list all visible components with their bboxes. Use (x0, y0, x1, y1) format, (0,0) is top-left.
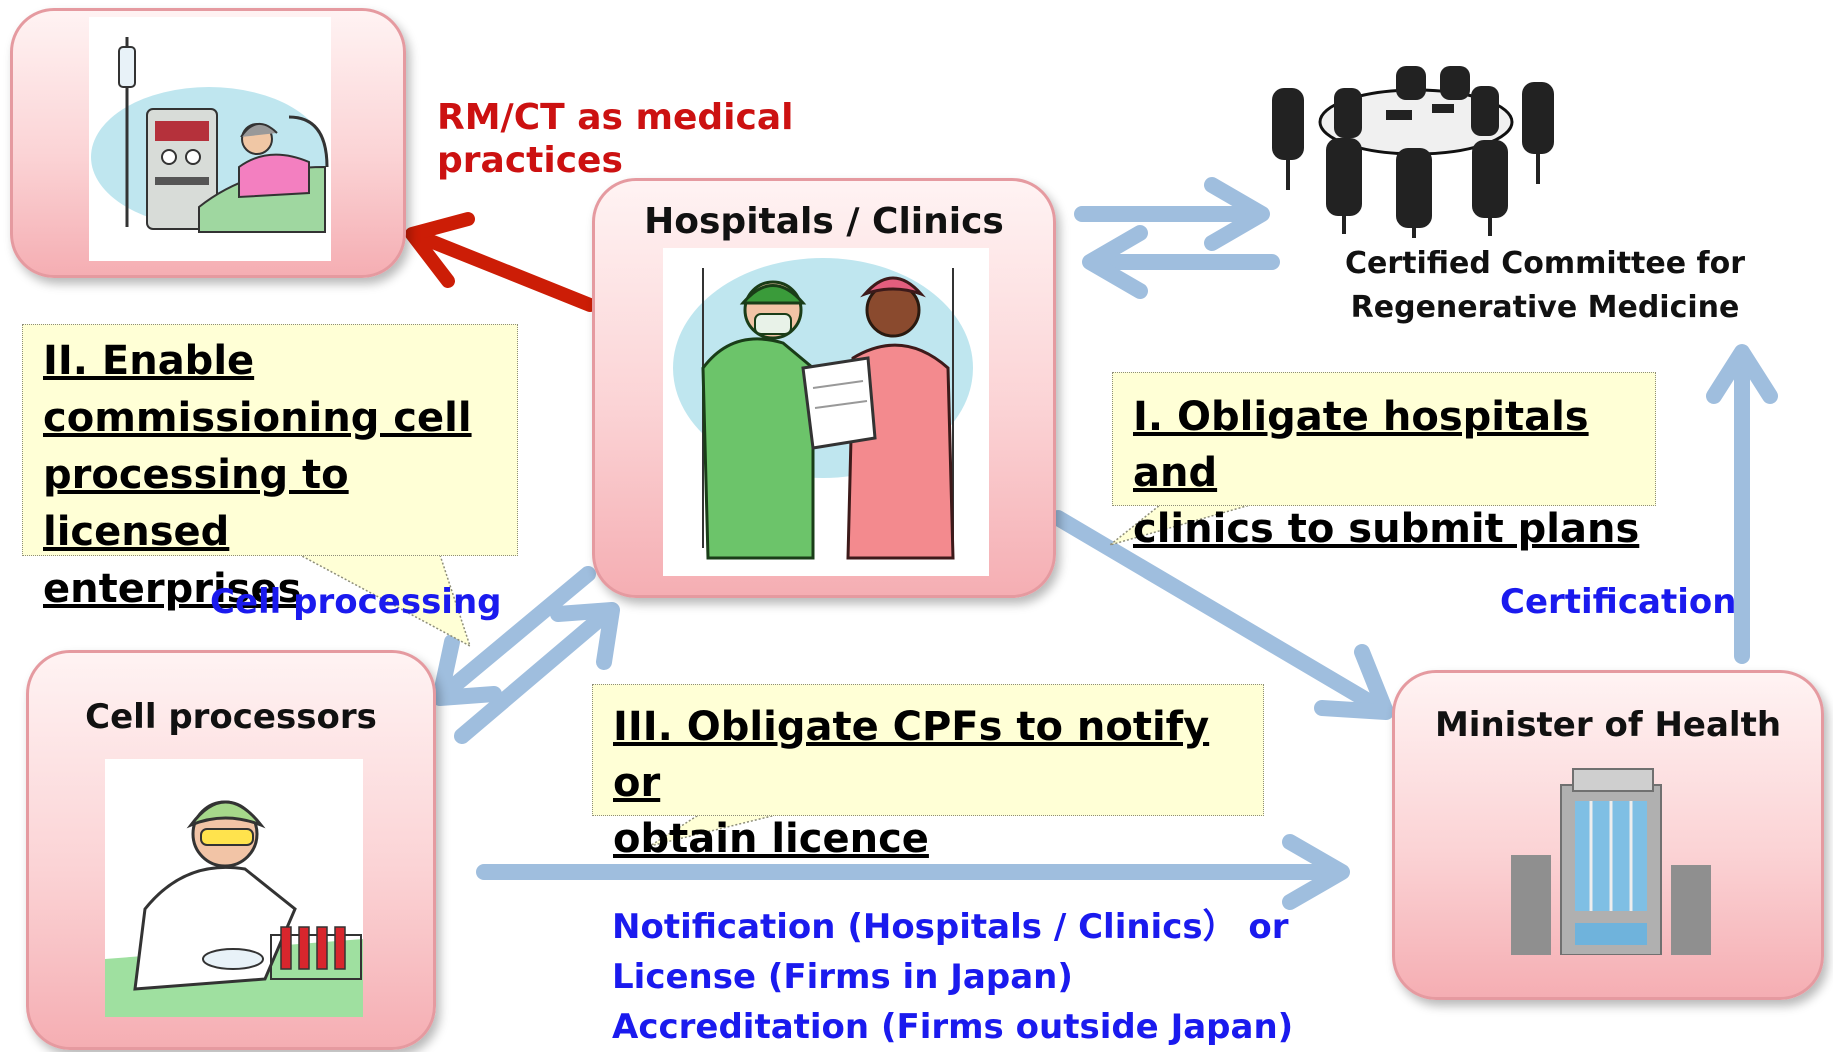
arrow-hospitals-to-patient (405, 212, 597, 312)
notification-line2: License (Firms in Japan) (612, 957, 1073, 997)
cell-processors-title: Cell processors (85, 697, 377, 737)
meeting-table-icon (1272, 66, 1554, 238)
arrow-processors-to-hospitals (454, 602, 620, 744)
callout-ii-line3: processing to licensed (43, 452, 349, 555)
arrow-processors-to-minister (476, 834, 1350, 910)
committee-label-line2: Regenerative Medicine (1350, 290, 1740, 325)
committee-node (1256, 58, 1566, 238)
notification-line3: Accreditation (Firms outside Japan) (612, 1007, 1294, 1047)
callout-i-line1: I. Obligate hospitals and (1133, 394, 1589, 496)
callout-obligate-plans: I. Obligate hospitals and clinics to sub… (1112, 372, 1656, 552)
notification-line1: Notification (Hospitals / Clinics） or (612, 907, 1289, 947)
rm-ct-label-line1: RM/CT as medical (437, 97, 794, 138)
lab-technician-icon (105, 759, 363, 1017)
callout-enable-commissioning: II. Enable commissioning cell processing… (22, 324, 518, 612)
rm-ct-label-line2: practices (437, 140, 623, 181)
callout-iii-line2: obtain licence (613, 816, 929, 862)
arrow-committee-to-hospitals (1082, 225, 1280, 299)
office-building-icon (1511, 768, 1711, 955)
cell-processors-box: Cell processors (26, 650, 436, 1050)
certification-label: Certification (1500, 582, 1737, 622)
patient-box (10, 8, 406, 278)
hospitals-clinics-title: Hospitals / Clinics (644, 201, 1004, 242)
committee-label: Certified Committee for Regenerative Med… (1340, 242, 1750, 330)
callout-i-line2: clinics to submit plans (1133, 506, 1640, 552)
callout-ii-line2: commissioning cell (43, 395, 472, 441)
arrow-hospitals-to-processors (432, 566, 596, 706)
notification-label: Notification (Hospitals / Clinics） or Li… (612, 902, 1293, 1052)
minister-box: Minister of Health (1392, 670, 1824, 1000)
callout-obligate-cpfs: III. Obligate CPFs to notify or obtain l… (592, 684, 1264, 862)
cell-processing-label: Cell processing (210, 582, 502, 622)
minister-title: Minister of Health (1434, 705, 1782, 745)
arrow-hospitals-to-committee (1074, 177, 1270, 251)
rm-ct-label: RM/CT as medical practices (437, 96, 793, 182)
callout-ii-line1: II. Enable (43, 338, 255, 384)
committee-label-line1: Certified Committee for (1345, 246, 1745, 281)
arrow-hospitals-to-minister (1050, 510, 1394, 720)
callout-ii-line4: enterprises (43, 566, 302, 612)
dialysis-patient-icon (89, 17, 331, 261)
arrow-minister-to-committee (1706, 344, 1778, 664)
callout-iii-line1: III. Obligate CPFs to notify or (613, 704, 1210, 806)
hospitals-clinics-box: Hospitals / Clinics (592, 178, 1056, 598)
surgeons-icon (663, 248, 989, 576)
